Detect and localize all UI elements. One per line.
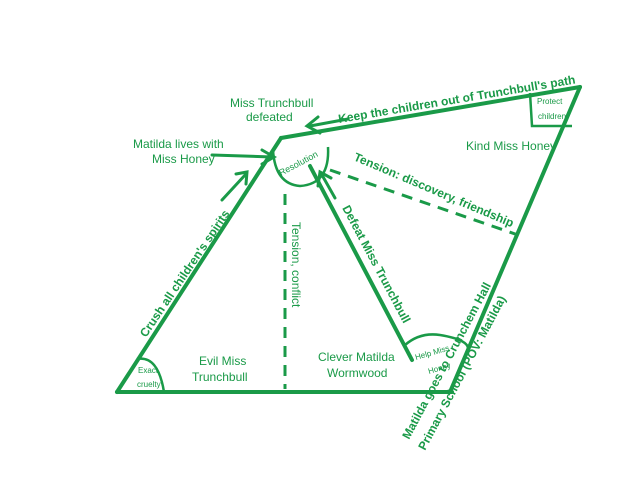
arrow-keep-children-head	[304, 115, 322, 135]
arrow-defeat	[320, 173, 337, 200]
help-honey-arc	[404, 333, 470, 389]
protect-line2: children	[538, 112, 566, 121]
center-line	[308, 164, 414, 362]
exact-cruelty-arc	[136, 357, 166, 393]
clever-line1: Clever Matilda	[318, 350, 395, 364]
protect-line1: Protect	[537, 97, 563, 106]
right-edge	[448, 85, 582, 394]
matilda-lives-line2: Miss Honey	[152, 152, 215, 166]
protect-children-arc	[528, 92, 572, 128]
matilda-lives-line1: Matilda lives with	[133, 137, 224, 151]
top-edge	[279, 85, 582, 140]
arrow-matilda-lives	[210, 153, 274, 159]
arrow-crush-spirits	[220, 172, 248, 202]
tension-conflict-label: Tension, conflict	[289, 222, 303, 308]
arrow-crush-spirits-head	[234, 170, 249, 186]
evil-line2: Trunchbull	[192, 370, 248, 384]
evil-line1: Evil Miss	[199, 354, 246, 368]
exact-line2: cruelty	[137, 380, 161, 389]
left-edge	[115, 136, 283, 394]
resolution-note-line2: defeated	[246, 110, 293, 124]
arrow-defeat-head	[316, 169, 333, 188]
clever-line2: Wormwood	[327, 366, 387, 380]
arrow-keep-children	[308, 117, 350, 128]
tension-discovery-dashed	[329, 168, 519, 237]
arrow-matilda-lives-head	[260, 148, 277, 166]
resolution-arc	[271, 146, 330, 188]
exact-line1: Exact	[138, 366, 159, 375]
defeat-trunchbull-label: Defeat Miss Trunchbull	[339, 203, 413, 326]
kind-honey-label: Kind Miss Honey	[466, 139, 556, 153]
resolution-note-line1: Miss Trunchbull	[230, 96, 313, 110]
crush-spirits-label: Crush all children's spirits	[137, 207, 233, 340]
tension-discovery-label: Tension: discovery, friendship	[352, 150, 516, 230]
